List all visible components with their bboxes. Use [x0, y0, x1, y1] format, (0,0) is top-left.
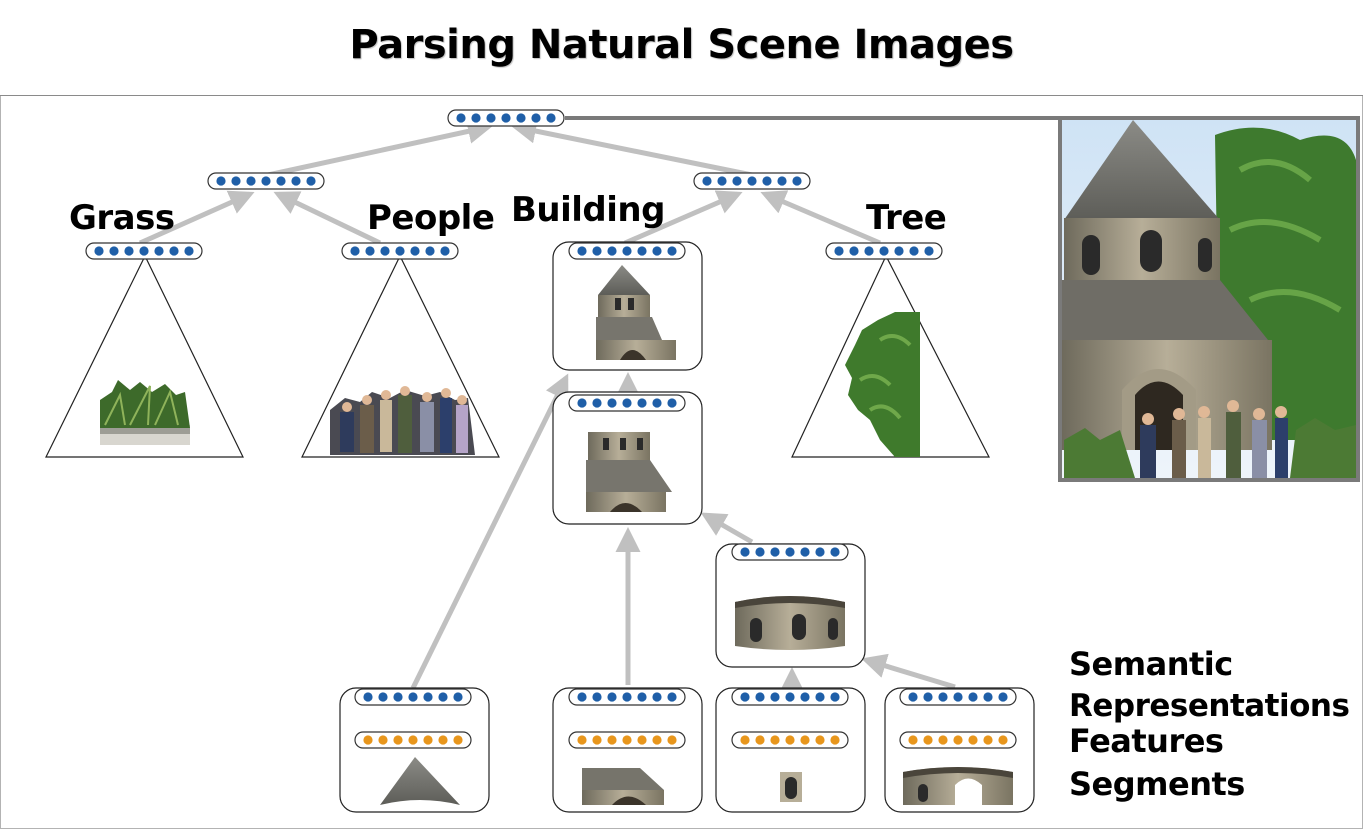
- seg2-feature-vector: [568, 731, 686, 749]
- segment-image-3: [780, 772, 802, 802]
- seg1-feature-vector: [354, 731, 472, 749]
- legend-semantic: Semantic: [1069, 645, 1233, 683]
- building-vector: [568, 242, 686, 260]
- grass-segment-image: [100, 380, 190, 445]
- tree-vector: [825, 242, 943, 260]
- building-node-image: [596, 265, 676, 360]
- arrow-merge-root-left: [267, 119, 493, 178]
- segment-box-1: [339, 687, 490, 813]
- seg3-feature-vector: [731, 731, 849, 749]
- segment-box-3: [715, 687, 866, 813]
- mid-node-image: [586, 432, 672, 512]
- people-vector: [341, 242, 459, 260]
- arrow-people-merge: [273, 191, 382, 246]
- seg2-semantic-vector: [568, 688, 686, 706]
- seg1-semantic-vector: [354, 688, 472, 706]
- label-tree: Tree: [866, 198, 947, 238]
- scene-photo: [1058, 116, 1360, 482]
- seg4-feature-vector: [899, 731, 1017, 749]
- segment-image-2: [582, 768, 664, 805]
- grass-vector: [85, 242, 203, 260]
- legend-representations: Representations: [1069, 688, 1350, 724]
- arrow-tree-merge: [760, 190, 881, 246]
- drum-node-image: [735, 596, 845, 650]
- segment-image-1: [380, 757, 460, 805]
- people-segment-image: [330, 386, 475, 455]
- root-vector: [447, 109, 565, 127]
- arrow-roof-building: [410, 373, 569, 690]
- title-bar: Parsing Natural Scene Images: [0, 0, 1363, 96]
- arrow-grass-merge: [138, 190, 255, 246]
- tree-segment-image: [845, 312, 920, 457]
- arrow-drum-mid: [700, 512, 754, 545]
- slide-title: Parsing Natural Scene Images: [349, 22, 1014, 68]
- left-merge-vector: [207, 172, 325, 190]
- label-building: Building: [511, 190, 665, 230]
- legend-features: Features: [1069, 722, 1224, 760]
- mid-vector: [568, 394, 686, 412]
- drum-vector: [731, 543, 849, 561]
- label-grass: Grass: [69, 198, 175, 238]
- arrow-building-merge: [624, 190, 743, 246]
- seg4-semantic-vector: [899, 688, 1017, 706]
- arrow-merge-root-right: [511, 118, 753, 178]
- legend-segments: Segments: [1069, 765, 1245, 803]
- label-people: People: [367, 198, 495, 238]
- arrow-arch-drum: [861, 653, 956, 690]
- segment-image-4: [903, 767, 1013, 805]
- seg3-semantic-vector: [731, 688, 849, 706]
- right-merge-vector: [693, 172, 811, 190]
- grass-triangle: [45, 254, 244, 458]
